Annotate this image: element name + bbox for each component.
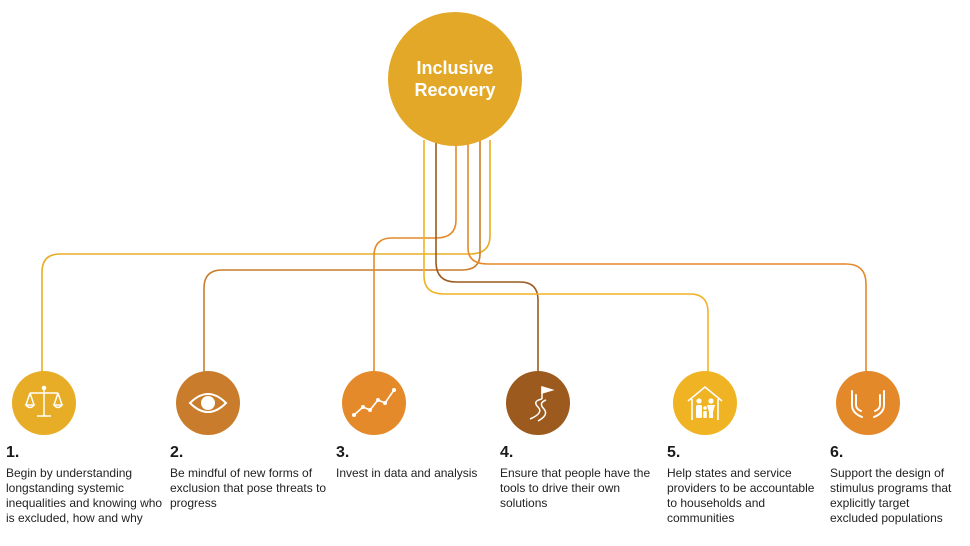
step-1-number: 1. bbox=[6, 444, 20, 461]
step-4-icon-circle bbox=[506, 371, 570, 435]
eye-icon bbox=[188, 393, 228, 413]
step-2-number: 2. bbox=[170, 444, 184, 461]
step-5-number: 5. bbox=[667, 444, 681, 461]
step-3-icon-circle bbox=[342, 371, 406, 435]
connector-line-4 bbox=[435, 140, 539, 376]
flag-path-icon bbox=[529, 385, 555, 422]
inclusive-recovery-hub: Inclusive Recovery bbox=[388, 12, 522, 146]
connector-line-2 bbox=[203, 140, 481, 376]
step-4: 4. Ensure that people have the tools to … bbox=[500, 371, 665, 511]
step-4-text: Ensure that people have the tools to dri… bbox=[500, 466, 651, 510]
step-5-text: Help states and service providers to be … bbox=[667, 466, 815, 525]
step-1: 1. Begin by understanding longstanding s… bbox=[6, 371, 171, 526]
connector-line-3 bbox=[373, 140, 457, 376]
step-1-text: Begin by understanding longstanding syst… bbox=[6, 466, 163, 525]
connector-line-1 bbox=[41, 140, 491, 376]
line-graph-icon bbox=[352, 388, 396, 417]
connector-line-6 bbox=[467, 140, 867, 376]
step-3: 3. Invest in data and analysis bbox=[336, 371, 501, 481]
caring-hands-icon bbox=[851, 390, 885, 418]
step-5-icon-circle bbox=[673, 371, 737, 435]
step-2-icon-circle bbox=[176, 371, 240, 435]
step-6-icon-circle bbox=[836, 371, 900, 435]
step-3-text: Invest in data and analysis bbox=[336, 466, 478, 480]
step-1-icon-circle bbox=[12, 371, 76, 435]
step-5: 5. Help states and service providers to … bbox=[667, 371, 832, 526]
scales-of-justice-icon bbox=[24, 385, 64, 417]
connector-line-5 bbox=[423, 140, 709, 376]
step-4-number: 4. bbox=[500, 444, 514, 461]
step-2: 2. Be mindful of new forms of exclusion … bbox=[170, 371, 335, 511]
step-6-number: 6. bbox=[830, 444, 844, 461]
hub-title-line-1: Inclusive bbox=[416, 58, 494, 78]
family-house-icon bbox=[687, 385, 723, 420]
step-2-text: Be mindful of new forms of exclusion tha… bbox=[170, 466, 327, 510]
step-6-text: Support the design of stimulus programs … bbox=[830, 466, 952, 525]
step-6: 6. Support the design of stimulus progra… bbox=[830, 371, 966, 526]
step-3-number: 3. bbox=[336, 444, 350, 461]
hub-title-line-2: Recovery bbox=[414, 80, 496, 100]
